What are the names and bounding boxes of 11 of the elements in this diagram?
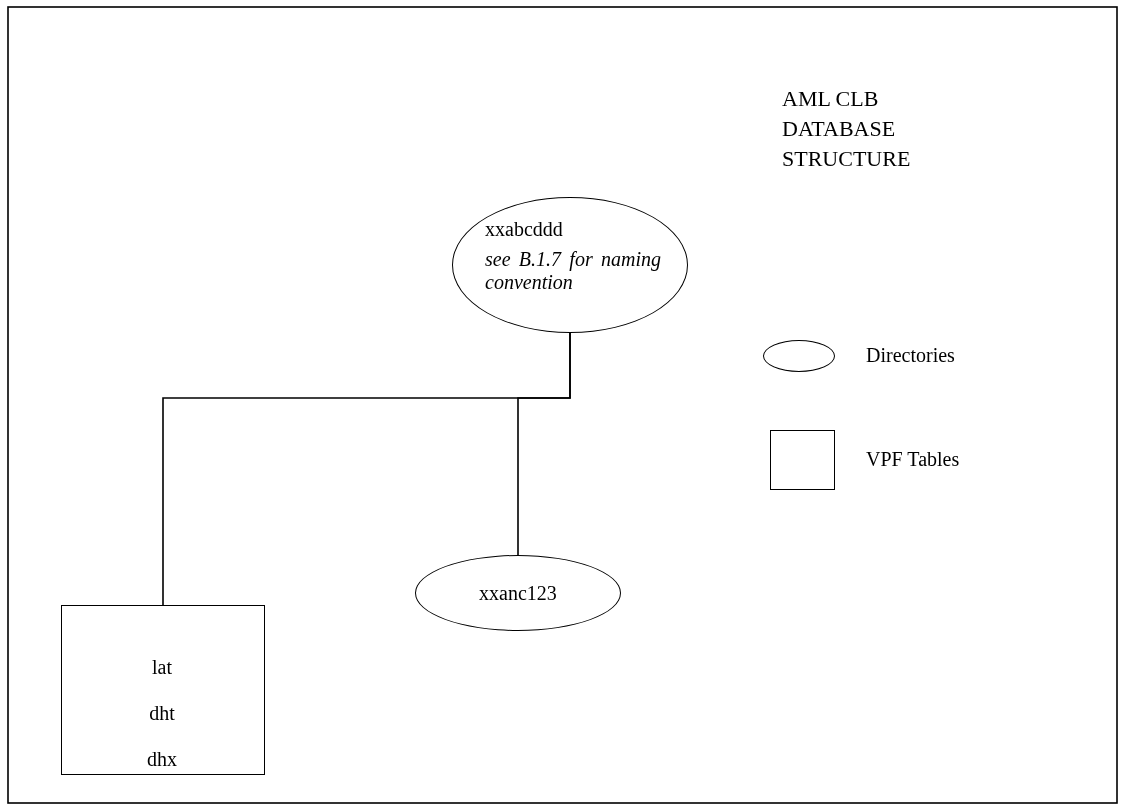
- table-name: dht: [148, 702, 176, 724]
- directory-name: xxabcddd: [485, 218, 564, 240]
- diagram-title: AML CLB DATABASE STRUCTURE: [782, 85, 912, 173]
- connector-line: [517, 332, 571, 556]
- directory-name: xxanc123: [478, 582, 558, 604]
- note-text: see B.1.7 for naming convention: [485, 248, 661, 294]
- table-box: [61, 605, 265, 775]
- table-name: lat: [151, 656, 173, 678]
- table-name: dhx: [146, 748, 178, 770]
- legend-label: VPF Tables: [866, 448, 960, 470]
- legend-label: Directories: [866, 344, 955, 366]
